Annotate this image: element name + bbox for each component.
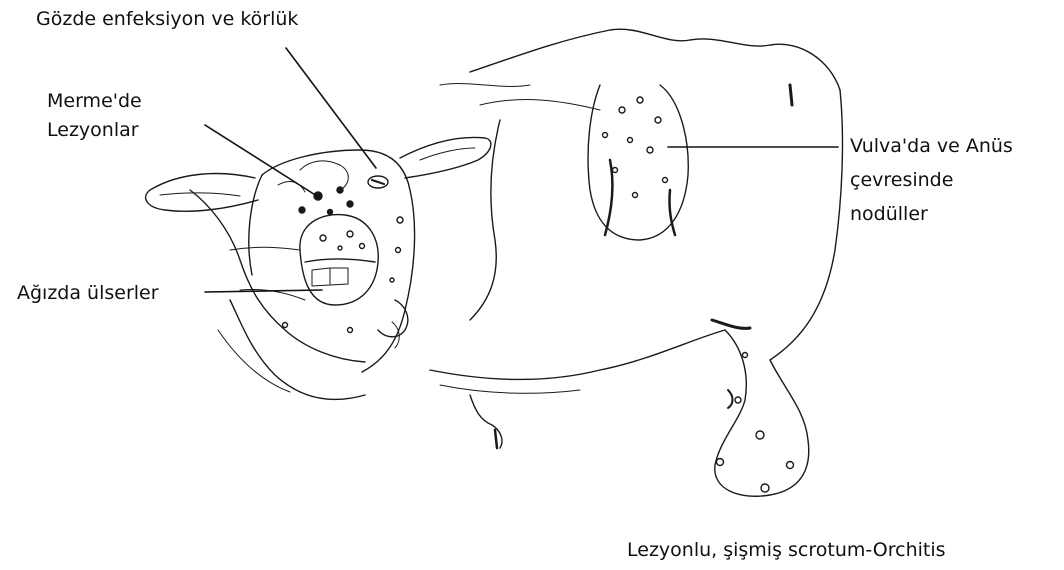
label-vulva-line-1: Vulva'da ve Anüs (850, 131, 1013, 161)
label-vulva-line-2: çevresinde (850, 165, 953, 195)
label-eye-infection: Gözde enfeksiyon ve körlük (36, 4, 298, 34)
label-udder-line-1: Merme'de (47, 86, 142, 116)
eye-leader-line (286, 48, 376, 168)
label-mouth-ulcers: Ağızda ülserler (17, 278, 159, 308)
label-vulva-line-3: nodüller (850, 199, 928, 229)
sheep-body-drawing (430, 29, 842, 496)
label-scrotum-orchitis: Lezyonlu, şişmiş scrotum-Orchitis (627, 535, 946, 565)
mouth-leader-line (205, 290, 322, 292)
label-udder-line-2: Lezyonlar (47, 115, 139, 145)
udder-leader-line (205, 125, 320, 198)
sheep-head-drawing (146, 137, 491, 399)
